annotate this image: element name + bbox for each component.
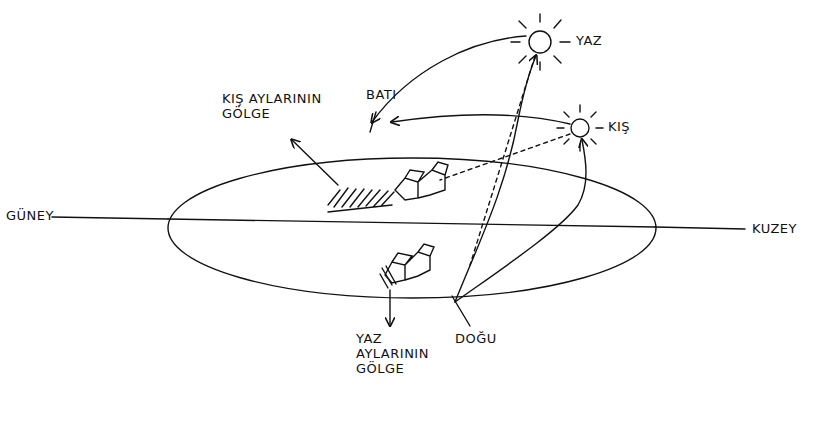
- ground-ellipse: [168, 158, 656, 298]
- shadow-hatching: [380, 266, 396, 288]
- west-tick: [370, 112, 376, 132]
- sun-rays: [511, 14, 570, 70]
- sketch-label: YAZ: [576, 34, 602, 49]
- shadow-hatching: [328, 188, 394, 212]
- sun-rays: [557, 105, 603, 151]
- sketch-label: BATI: [366, 88, 397, 103]
- summer-sun: [529, 31, 551, 53]
- summer-path: [455, 56, 536, 302]
- sketch-label: KUZEY: [752, 222, 797, 237]
- east-tick: [452, 296, 470, 326]
- sketch-label: DOĞU: [455, 332, 497, 347]
- sketch-label: KIŞ AYLARININ GÖLGE: [222, 92, 332, 122]
- winter-path: [455, 140, 586, 302]
- house-sketch: [395, 162, 448, 200]
- leader-arrow: [389, 290, 390, 325]
- axis-line: [52, 217, 745, 229]
- winter-path: [392, 115, 570, 124]
- sketch-label: GÜNEY: [6, 209, 54, 224]
- winter-sun: [571, 119, 589, 137]
- sketch-label: KIŞ: [608, 120, 630, 135]
- sun-ray-dotted: [440, 134, 570, 180]
- sketch-label: YAZ AYLARININ GÖLGE: [356, 332, 436, 377]
- sun-ray-dotted: [470, 56, 535, 265]
- summer-path: [372, 36, 526, 122]
- leader-arrow: [292, 140, 338, 185]
- axis-line: [168, 219, 655, 227]
